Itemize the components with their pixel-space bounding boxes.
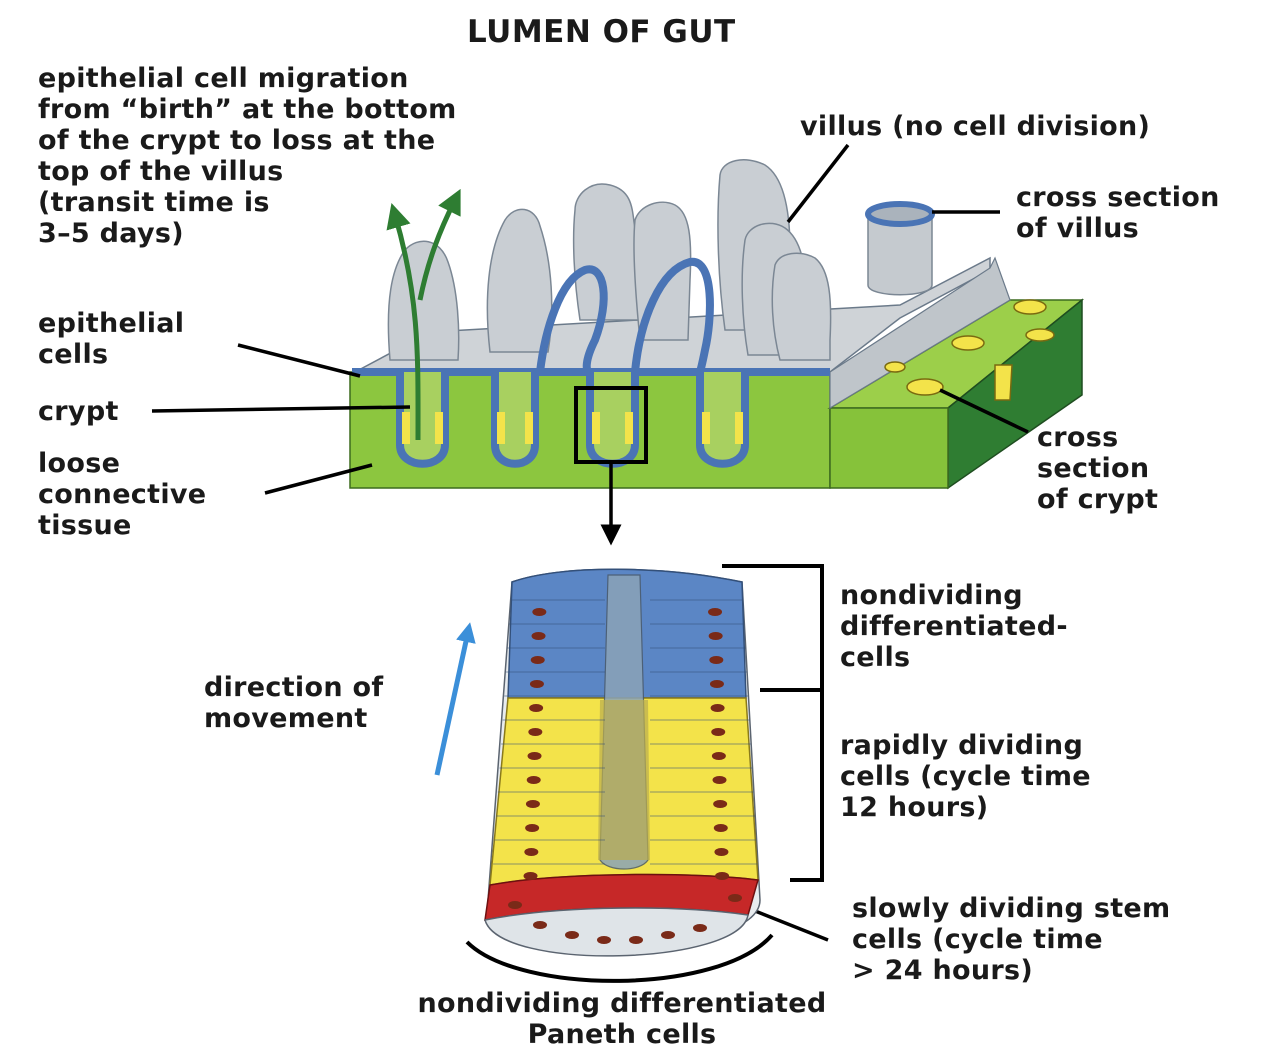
- cell-nucleus: [528, 728, 543, 736]
- pointer-crypt: [151, 405, 411, 413]
- cell-nucleus: [526, 776, 541, 784]
- cell-nucleus: [708, 632, 723, 640]
- label-direction-of-movement: direction of movement: [204, 672, 384, 734]
- label-rapidly-dividing-cells: rapidly dividing cells (cycle time 12 ho…: [840, 730, 1091, 823]
- crypt-cross-sections: [884, 299, 1055, 401]
- crypt-cross-section: [884, 361, 906, 373]
- cell-nucleus: [629, 936, 643, 944]
- cell-nucleus: [597, 936, 611, 944]
- cell-nucleus: [525, 800, 540, 808]
- crypt-dividing-zone: [735, 412, 743, 444]
- cell-nucleus: [529, 680, 544, 688]
- cell-nucleus: [693, 924, 707, 932]
- cell-nucleus: [661, 931, 675, 939]
- crypt-dividing-zone: [402, 412, 410, 444]
- cell-nucleus: [713, 824, 728, 832]
- back-plateau: [829, 256, 1011, 410]
- cell-nucleus: [525, 824, 540, 832]
- label-migration: epithelial cell migration from “birth” a…: [38, 63, 457, 249]
- crypt-cross-section: [951, 335, 985, 351]
- migration-arrow: [386, 203, 421, 441]
- cell-nucleus: [711, 728, 726, 736]
- diagram-title: LUMEN OF GUT: [467, 14, 736, 50]
- crypt-dividing-zone: [625, 412, 633, 444]
- paneth-bracket-arc: [465, 933, 774, 983]
- villi-group: [387, 159, 935, 361]
- pointer-cross-crypt: [939, 388, 1029, 434]
- pointer-epithelial: [237, 343, 361, 378]
- label-stem-cells: slowly dividing stem cells (cycle time >…: [852, 893, 1171, 986]
- cross-section-villus-top: [865, 201, 935, 227]
- migration-arrow: [417, 188, 461, 301]
- cell-nucleus: [565, 931, 579, 939]
- crypt-dividing-zone: [497, 412, 505, 444]
- crypt-outline: [396, 372, 449, 468]
- villus: [387, 240, 460, 361]
- label-nondividing-cells: nondividing differentiated- cells: [840, 580, 1068, 673]
- cell-nucleus: [709, 680, 724, 688]
- villus-epithelium: [536, 265, 608, 376]
- cell-nucleus: [711, 752, 726, 760]
- direction-arrow: [434, 622, 476, 776]
- label-cross-section-villus: cross section of villus: [1016, 182, 1220, 244]
- cell-nucleus: [508, 901, 522, 909]
- crypts-group: [396, 258, 749, 468]
- cell-nucleus: [708, 608, 723, 616]
- cell-nucleus: [714, 848, 729, 856]
- cell-nucleus: [710, 704, 725, 712]
- region-bracket: [722, 564, 824, 882]
- cell-nucleus: [527, 752, 542, 760]
- cell-nuclei: [508, 608, 742, 944]
- step-front: [829, 407, 949, 489]
- crypt-outline: [696, 372, 749, 468]
- pointer-villus: [786, 143, 850, 224]
- cell-nucleus: [531, 632, 546, 640]
- label-loose-connective-tissue: loose connective tissue: [38, 448, 207, 541]
- cell-nucleus: [728, 894, 742, 902]
- crypt-paneth-base: [484, 907, 749, 957]
- cell-nucleus: [712, 776, 727, 784]
- crypt-dividing-zone: [592, 412, 600, 444]
- crypt-cross-section: [1025, 328, 1055, 342]
- crypt-lumen-lower: [598, 700, 650, 860]
- cell-nucleus: [532, 608, 547, 616]
- cell-nucleus: [529, 704, 544, 712]
- crypt-dividing-zone: [435, 412, 443, 444]
- cell-nucleus: [523, 872, 538, 880]
- cell-nucleus: [713, 800, 728, 808]
- label-crypt: crypt: [38, 396, 119, 427]
- cell-nucleus: [530, 656, 545, 664]
- cross-section-villus: [867, 214, 933, 296]
- label-epithelial-cells: epithelial cells: [38, 308, 185, 370]
- cell-nucleus: [533, 921, 547, 929]
- villus-epithelium: [631, 258, 714, 374]
- crypt-dividing-zone: [702, 412, 710, 444]
- pointer-connective: [264, 463, 373, 495]
- label-paneth-cells: nondividing differentiated Paneth cells: [417, 988, 827, 1050]
- migration-arrows: [386, 188, 461, 441]
- cell-nucleus: [524, 848, 539, 856]
- label-cross-section-crypt: cross section of crypt: [1037, 422, 1159, 515]
- crypt-dividing-zone: [525, 412, 533, 444]
- cell-grid: [493, 599, 758, 865]
- crypt-cross-section: [994, 364, 1013, 401]
- villus: [486, 208, 553, 353]
- villus: [771, 252, 832, 361]
- cell-nucleus: [715, 872, 730, 880]
- cell-nucleus: [709, 656, 724, 664]
- crypt-cross-section: [906, 378, 944, 396]
- crypt-cross-section: [1013, 299, 1047, 315]
- magnified-crypt: [484, 568, 761, 957]
- label-villus: villus (no cell division): [800, 111, 1151, 142]
